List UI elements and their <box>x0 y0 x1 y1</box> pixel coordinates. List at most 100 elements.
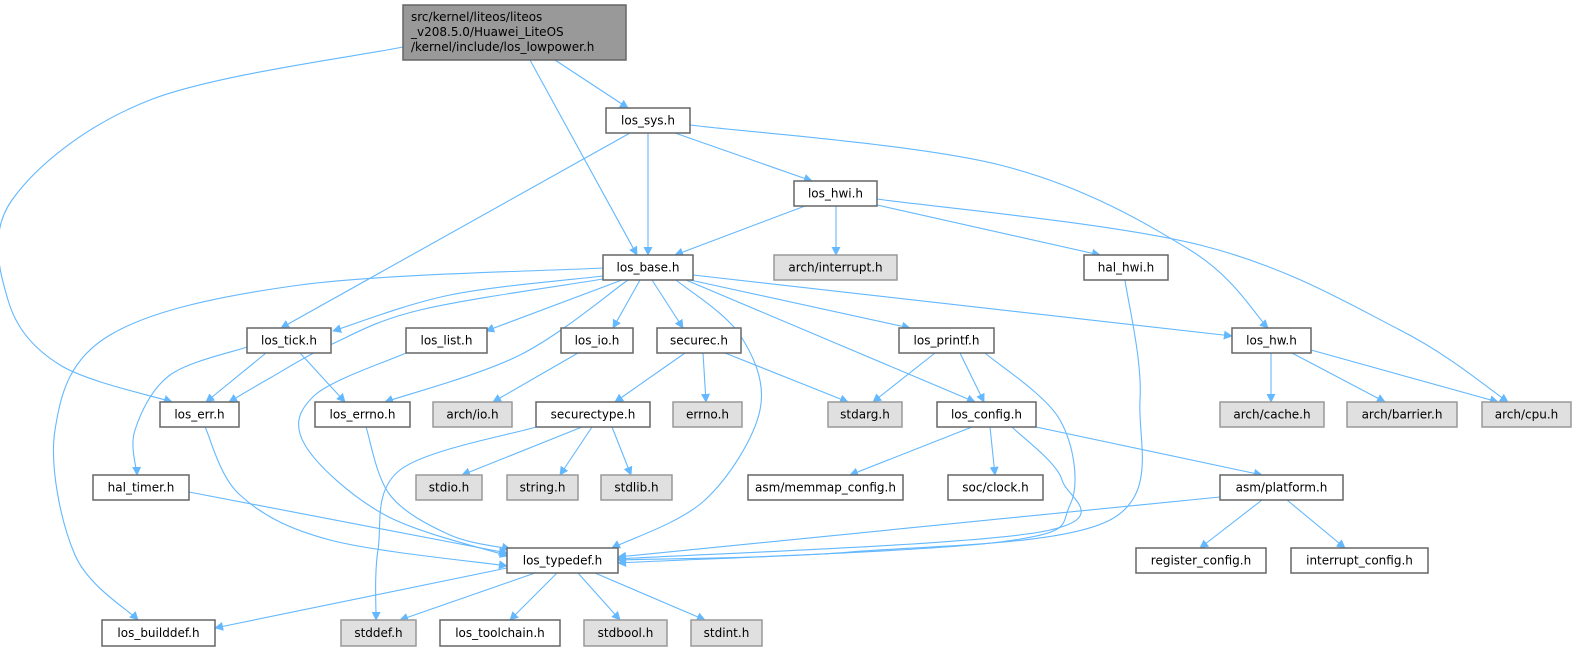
node-los-list[interactable]: los_list.h <box>405 327 488 354</box>
node-los-builddef[interactable]: los_builddef.h <box>101 619 216 647</box>
node-stdlib: stdlib.h <box>600 474 673 501</box>
node-los-io[interactable]: los_io.h <box>560 327 634 354</box>
node-label: los_sys.h <box>621 114 675 128</box>
node-box <box>506 547 619 574</box>
node-hal-timer[interactable]: hal_timer.h <box>92 474 190 501</box>
node-box <box>1135 547 1267 574</box>
edge-los-typedef-to-stdbool <box>577 572 621 621</box>
node-securec[interactable]: securec.h <box>656 327 742 354</box>
node-box <box>340 619 417 647</box>
node-label-line: _v208.5.0/Huawei_LiteOS <box>410 25 564 39</box>
node-los-config[interactable]: los_config.h <box>936 401 1037 428</box>
node-label: stdint.h <box>704 626 750 640</box>
node-los-err[interactable]: los_err.h <box>159 401 240 428</box>
edge-los-hwi-to-hal-hwi <box>876 204 1101 258</box>
node-label: arch/io.h <box>446 408 498 422</box>
node-label: string.h <box>520 481 566 495</box>
node-box <box>605 107 691 134</box>
node-label: hal_hwi.h <box>1098 261 1154 275</box>
node-register-config[interactable]: register_config.h <box>1135 547 1267 574</box>
node-root[interactable]: src/kernel/liteos/liteos_v208.5.0/Huawei… <box>402 4 627 61</box>
node-label: arch/barrier.h <box>1362 408 1443 422</box>
edge-los-printf-to-los-typedef <box>617 352 1076 568</box>
node-box <box>560 327 634 354</box>
node-stdio: stdio.h <box>415 474 483 501</box>
node-box <box>793 180 878 207</box>
node-box <box>246 327 332 354</box>
edge-securec-to-errno <box>701 352 710 403</box>
node-asm-platform[interactable]: asm/platform.h <box>1219 474 1344 501</box>
node-label: asm/platform.h <box>1236 481 1328 495</box>
node-arch-cache: arch/cache.h <box>1219 401 1325 428</box>
node-box <box>1219 401 1325 428</box>
node-box <box>1290 547 1429 574</box>
node-label: hal_timer.h <box>108 481 175 495</box>
node-interrupt-config[interactable]: interrupt_config.h <box>1290 547 1429 574</box>
edge-los-hwi-to-los-base <box>674 205 806 257</box>
edge-los-base-to-los-builddef <box>52 267 604 621</box>
edge-los-config-to-asm-memmap <box>849 426 973 477</box>
node-arch-interrupt: arch/interrupt.h <box>773 254 898 281</box>
node-string: string.h <box>506 474 579 501</box>
node-box <box>405 327 488 354</box>
node-arch-io: arch/io.h <box>432 401 513 428</box>
edge-asm-platform-to-register-config <box>1199 499 1263 549</box>
edge-los-hw-to-arch-barrier <box>1291 352 1386 403</box>
node-stdint: stdint.h <box>690 619 763 647</box>
node-los-toolchain[interactable]: los_toolchain.h <box>439 619 561 647</box>
node-los-errno[interactable]: los_errno.h <box>314 401 411 428</box>
node-securetype[interactable]: securectype.h <box>535 401 651 428</box>
node-label: los_list.h <box>421 334 473 348</box>
edge-los-config-to-los-typedef <box>617 426 1082 563</box>
node-box <box>432 401 513 428</box>
node-label: register_config.h <box>1151 554 1251 568</box>
edge-los-base-to-los-list <box>485 279 623 333</box>
edge-los-printf-to-stdarg <box>872 352 936 403</box>
edge-los-config-to-asm-platform <box>1035 426 1263 478</box>
node-box <box>1083 254 1169 281</box>
node-los-tick[interactable]: los_tick.h <box>246 327 332 354</box>
node-box <box>506 474 579 501</box>
node-label: los_typedef.h <box>523 554 603 568</box>
node-los-hwi[interactable]: los_hwi.h <box>793 180 878 207</box>
edge-los-tick-to-hal-timer <box>132 346 248 476</box>
node-arch-barrier: arch/barrier.h <box>1346 401 1458 428</box>
node-label: interrupt_config.h <box>1306 554 1413 568</box>
edges-layer <box>0 46 1509 631</box>
node-label: stddef.h <box>354 626 402 640</box>
edge-securec-to-securetype <box>614 352 686 403</box>
node-box <box>159 401 240 428</box>
node-los-typedef[interactable]: los_typedef.h <box>506 547 619 574</box>
node-label: los_hwi.h <box>808 187 863 201</box>
node-los-base[interactable]: los_base.h <box>602 254 694 281</box>
edge-los-base-to-los-io <box>612 279 641 329</box>
node-soc-clock[interactable]: soc/clock.h <box>947 474 1044 501</box>
edge-los-typedef-to-los-toolchain <box>509 572 558 621</box>
node-box <box>898 327 995 354</box>
edge-securetype-to-stdio <box>461 426 583 477</box>
node-box <box>1231 327 1312 354</box>
edge-root-to-los-sys <box>554 59 629 109</box>
edge-los-sys-to-los-hw <box>689 124 1269 329</box>
node-label: arch/cache.h <box>1233 408 1310 422</box>
node-stdbool: stdbool.h <box>583 619 668 647</box>
node-label: los_tick.h <box>261 334 317 348</box>
node-label: arch/cpu.h <box>1495 408 1559 422</box>
edge-los-base-to-los-errno <box>384 279 629 404</box>
edge-los-base-to-los-typedef <box>611 279 763 549</box>
node-asm-memmap[interactable]: asm/memmap_config.h <box>747 474 904 501</box>
node-los-printf[interactable]: los_printf.h <box>898 327 995 354</box>
edge-los-io-to-arch-io <box>492 352 579 403</box>
node-box <box>101 619 216 647</box>
node-los-sys[interactable]: los_sys.h <box>605 107 691 134</box>
node-label: stdlib.h <box>614 481 658 495</box>
node-label: securec.h <box>670 334 728 348</box>
edge-securec-to-stdarg <box>724 352 849 404</box>
nodes-layer: src/kernel/liteos/liteos_v208.5.0/Huawei… <box>92 4 1572 647</box>
node-label: los_hw.h <box>1246 334 1297 348</box>
node-los-hw[interactable]: los_hw.h <box>1231 327 1312 354</box>
node-stddef: stddef.h <box>340 619 417 647</box>
node-hal-hwi[interactable]: hal_hwi.h <box>1083 254 1169 281</box>
node-label: securectype.h <box>551 408 636 422</box>
